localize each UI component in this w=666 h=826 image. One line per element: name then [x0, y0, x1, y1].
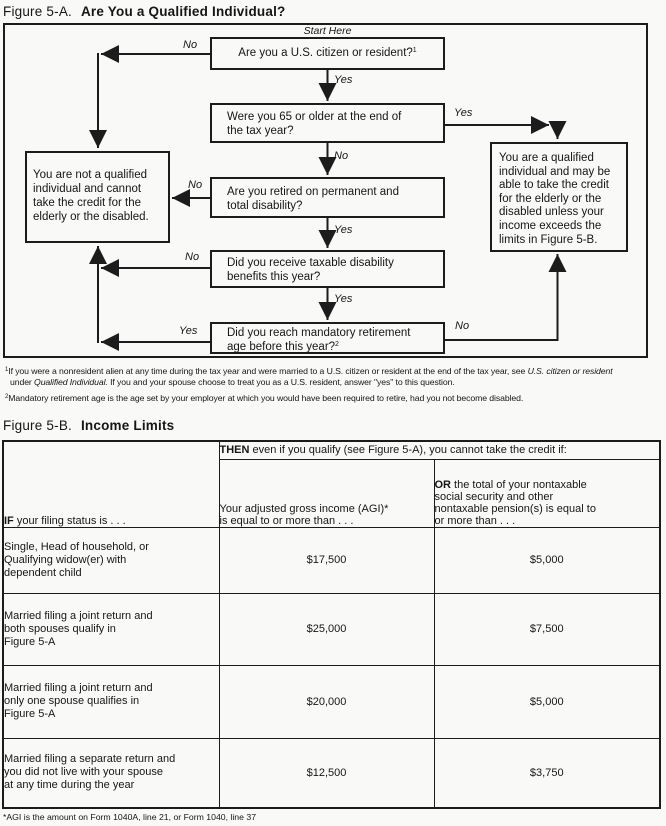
filing-status-text: Married filing a separate return and you…: [4, 753, 176, 792]
footnote-2: 2Mandatory retirement age is the age set…: [5, 393, 523, 403]
start-here-label: Start Here: [303, 25, 352, 37]
header-text: even if you qualify (see Figure 5-A), yo…: [249, 444, 567, 457]
agi-limit-cell: $17,500: [218, 526, 435, 594]
filing-status-cell: Single, Head of household, or Qualifying…: [2, 526, 220, 594]
question-box-mandatory-retirement: Did you reach mandatory retirement age b…: [210, 322, 445, 354]
question-box-age-65: Were you 65 or older at the end of the t…: [210, 103, 445, 143]
figure-5b-title-prefix: Figure 5-B.: [3, 418, 72, 433]
income-limits-table: IF your filing status is . . . THEN even…: [2, 440, 662, 809]
figure-5b-title: Figure 5-B. Income Limits: [3, 418, 174, 433]
table-row: Married filing a joint return and both s…: [2, 592, 661, 666]
filing-status-cell: Married filing a joint return and both s…: [2, 592, 220, 666]
pension-limit-cell: $7,500: [433, 592, 661, 666]
column-header-filing-status: IF your filing status is . . .: [2, 440, 220, 528]
pension-limit-cell: $5,000: [433, 664, 661, 739]
agi-footnote: *AGI is the amount on Form 1040A, line 2…: [3, 812, 257, 822]
decision-label-q3-yes: Yes: [334, 224, 353, 236]
footnote-1-text: If you were a nonresident alien at any t…: [8, 366, 528, 376]
question-text: Did you receive taxable disability benef…: [227, 257, 394, 283]
footnote-1-line-1: 1If you were a nonresident alien at any …: [5, 366, 613, 376]
footnote-ref-1: 1: [412, 47, 417, 54]
agi-limit-cell: $25,000: [218, 592, 435, 666]
figure-5b-title-text: Income Limits: [80, 418, 175, 433]
footnote-ref-2: 2: [335, 341, 339, 348]
terminal-box-not-qualified: You are not a qualified individual and c…: [25, 151, 170, 243]
decision-label-q1-no: No: [183, 39, 198, 51]
question-text: Are you a U.S. citizen or resident?: [238, 47, 413, 59]
decision-label-q3-no: No: [188, 179, 203, 191]
figure-5a-title: Figure 5-A. Are You a Qualified Individua…: [3, 4, 285, 19]
decision-label-q1-yes: Yes: [334, 74, 353, 86]
terminal-text: You are not a qualified individual and c…: [33, 169, 149, 223]
question-box-citizen: Are you a U.S. citizen or resident?1: [210, 37, 445, 70]
header-text: your filing status is . . .: [13, 514, 126, 527]
decision-label-q5-no: No: [455, 320, 470, 332]
footnote-1-line-2: under Qualified Individual. If you and y…: [10, 377, 455, 387]
terminal-text: You are a qualified individual and may b…: [499, 152, 611, 246]
question-box-disability-retired: Are you retired on permanent and total d…: [210, 177, 445, 218]
pension-limit-cell: $3,750: [433, 737, 661, 809]
header-text: Your adjusted gross income (AGI)* is equ…: [219, 502, 389, 527]
footnote-1-marker: 1: [5, 367, 9, 373]
decision-label-q2-yes: Yes: [454, 107, 473, 119]
agi-limit-cell: $12,500: [218, 737, 435, 809]
footnote-1-italic: U.S. citizen or resident: [527, 366, 613, 376]
decision-label-q5-yes: Yes: [179, 325, 198, 337]
footnote-1-italic: Qualified Individual.: [34, 377, 108, 387]
footnote-1-text: If you and your spouse choose to treat y…: [107, 377, 455, 387]
filing-status-cell: Married filing a separate return and you…: [2, 737, 220, 809]
figure-5a-title-text: Are You a Qualified Individual?: [80, 4, 286, 19]
header-bold: IF: [4, 514, 14, 527]
header-bold: OR: [434, 478, 452, 491]
footnote-2-marker: 2: [5, 394, 9, 400]
question-box-taxable-benefits: Did you receive taxable disability benef…: [210, 250, 445, 288]
footnote-1-text: under: [10, 377, 35, 387]
agi-limit-cell: $20,000: [218, 664, 435, 739]
decision-label-q2-no: No: [334, 150, 349, 162]
column-header-nontaxable: OR the total of your nontaxable social s…: [433, 458, 661, 528]
decision-label-q4-no: No: [185, 251, 200, 263]
footnote-2-text: Mandatory retirement age is the age set …: [8, 393, 524, 403]
question-text: Are you retired on permanent and total d…: [227, 186, 399, 212]
table-row: Married filing a joint return and only o…: [2, 664, 661, 739]
header-bold: THEN: [219, 444, 250, 457]
table-row: Single, Head of household, or Qualifying…: [2, 526, 661, 594]
filing-status-cell: Married filing a joint return and only o…: [2, 664, 220, 739]
header-text: the total of your nontaxable social secu…: [434, 478, 596, 527]
filing-status-text: Married filing a joint return and only o…: [4, 682, 153, 720]
table-row: Married filing a separate return and you…: [2, 737, 661, 809]
question-text: Did you reach mandatory retirement age b…: [227, 327, 411, 353]
filing-status-text: Single, Head of household, or Qualifying…: [4, 540, 149, 579]
figure-5a-title-prefix: Figure 5-A.: [3, 4, 72, 19]
decision-label-q4-yes: Yes: [334, 293, 353, 305]
pension-limit-cell: $5,000: [433, 526, 661, 594]
column-header-then: THEN even if you qualify (see Figure 5-A…: [218, 440, 661, 460]
filing-status-text: Married filing a joint return and both s…: [4, 609, 153, 648]
question-text: Were you 65 or older at the end of the t…: [227, 111, 402, 137]
terminal-box-qualified: You are a qualified individual and may b…: [490, 142, 628, 252]
column-header-agi: Your adjusted gross income (AGI)* is equ…: [218, 458, 435, 528]
